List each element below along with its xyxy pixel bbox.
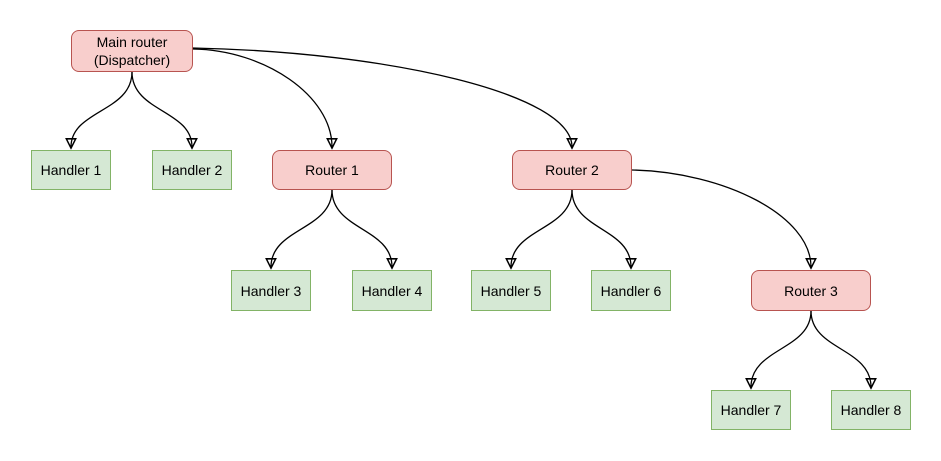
edge-router-3-to-handler-8 <box>810 310 871 387</box>
edge-router-1-to-handler-4 <box>331 189 392 267</box>
edge-router-3-to-handler-7 <box>751 310 812 387</box>
edge-main-router-to-handler-1 <box>71 71 133 147</box>
node-main-router: Main router (Dispatcher) <box>71 30 193 72</box>
node-handler-8: Handler 8 <box>831 390 911 430</box>
edge-router-2-to-handler-6 <box>571 189 631 267</box>
edge-router-1-to-handler-3 <box>271 189 333 267</box>
edge-router-2-to-router-3 <box>631 169 811 267</box>
node-handler-4: Handler 4 <box>352 270 432 311</box>
node-handler-7: Handler 7 <box>711 390 791 430</box>
edge-main-router-to-router-1 <box>192 48 332 147</box>
node-handler-2: Handler 2 <box>152 150 232 190</box>
node-router-1: Router 1 <box>272 150 392 190</box>
edge-main-router-to-handler-2 <box>131 71 192 147</box>
node-router-2: Router 2 <box>512 150 632 190</box>
node-router-3: Router 3 <box>751 270 871 311</box>
node-handler-1: Handler 1 <box>31 150 111 190</box>
node-handler-5: Handler 5 <box>471 270 551 311</box>
edge-router-2-to-handler-5 <box>511 189 573 267</box>
node-handler-6: Handler 6 <box>591 270 671 311</box>
edge-main-router-to-router-2 <box>192 47 572 147</box>
node-handler-3: Handler 3 <box>231 270 311 311</box>
